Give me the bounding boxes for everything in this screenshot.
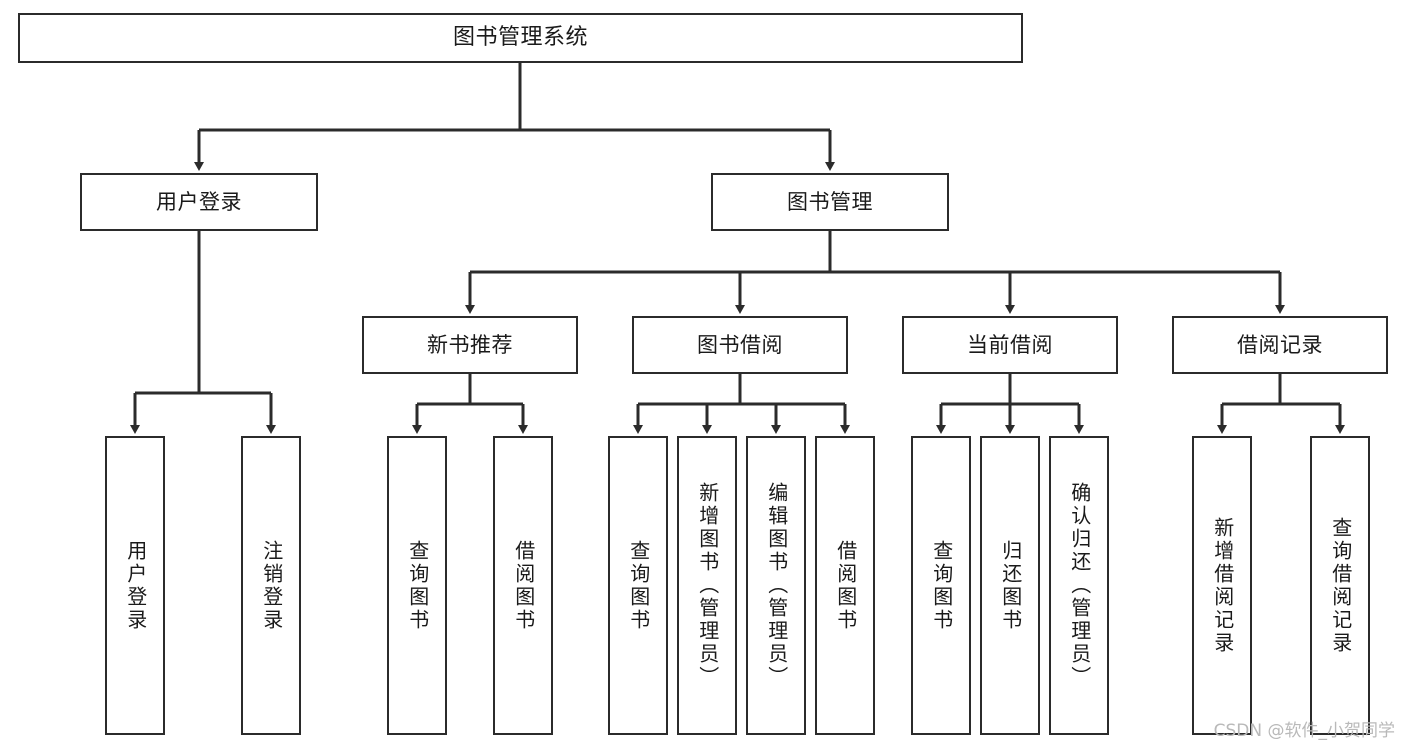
leaf-current-borrow-query-book[interactable]: 查询图书 bbox=[911, 436, 971, 735]
leaf-book-borrow-query-book[interactable]: 查询图书 bbox=[608, 436, 668, 735]
node-root-system[interactable]: 图书管理系统 bbox=[18, 13, 1023, 63]
leaf-borrow-record-add-record[interactable]: 新增借阅记录 bbox=[1192, 436, 1252, 735]
node-borrow-record[interactable]: 借阅记录 bbox=[1172, 316, 1388, 374]
node-label: 新书推荐 bbox=[427, 332, 513, 357]
node-label: 用户登录 bbox=[156, 189, 242, 214]
node-label: 查询借阅记录 bbox=[1328, 516, 1353, 655]
node-label: 归还图书 bbox=[998, 539, 1023, 632]
leaf-user-login-logout[interactable]: 注销登录 bbox=[241, 436, 301, 735]
node-label: 查询图书 bbox=[626, 539, 651, 632]
node-label: 用户登录 bbox=[123, 539, 148, 632]
leaf-borrow-record-query-record[interactable]: 查询借阅记录 bbox=[1310, 436, 1370, 735]
node-label: 确认归还（管理员） bbox=[1067, 482, 1092, 689]
node-label: 新增借阅记录 bbox=[1210, 516, 1235, 655]
node-label: 图书管理 bbox=[787, 189, 873, 214]
node-user-login[interactable]: 用户登录 bbox=[80, 173, 318, 231]
node-book-borrow[interactable]: 图书借阅 bbox=[632, 316, 848, 374]
leaf-new-book-borrow-book[interactable]: 借阅图书 bbox=[493, 436, 553, 735]
leaf-new-book-query-book[interactable]: 查询图书 bbox=[387, 436, 447, 735]
node-label: 借阅记录 bbox=[1237, 332, 1323, 357]
leaf-current-borrow-confirm-return[interactable]: 确认归还（管理员） bbox=[1049, 436, 1109, 735]
node-current-borrow[interactable]: 当前借阅 bbox=[902, 316, 1118, 374]
leaf-book-borrow-borrow-book[interactable]: 借阅图书 bbox=[815, 436, 875, 735]
leaf-book-borrow-add-book[interactable]: 新增图书（管理员） bbox=[677, 436, 737, 735]
node-label: 借阅图书 bbox=[833, 539, 858, 632]
leaf-user-login-login[interactable]: 用户登录 bbox=[105, 436, 165, 735]
node-label: 图书管理系统 bbox=[452, 25, 588, 51]
node-label: 查询图书 bbox=[929, 539, 954, 632]
node-label: 当前借阅 bbox=[967, 332, 1053, 357]
node-label: 新增图书（管理员） bbox=[695, 482, 720, 689]
leaf-book-borrow-edit-book[interactable]: 编辑图书（管理员） bbox=[746, 436, 806, 735]
node-label: 借阅图书 bbox=[511, 539, 536, 632]
node-label: 图书借阅 bbox=[697, 332, 783, 357]
node-label: 编辑图书（管理员） bbox=[764, 482, 789, 689]
leaf-current-borrow-return-book[interactable]: 归还图书 bbox=[980, 436, 1040, 735]
node-new-book-recommend[interactable]: 新书推荐 bbox=[362, 316, 578, 374]
node-book-management[interactable]: 图书管理 bbox=[711, 173, 949, 231]
node-label: 查询图书 bbox=[405, 539, 430, 632]
watermark-text: CSDN @软件_小贺同学 bbox=[1213, 721, 1395, 741]
node-label: 注销登录 bbox=[259, 539, 284, 632]
